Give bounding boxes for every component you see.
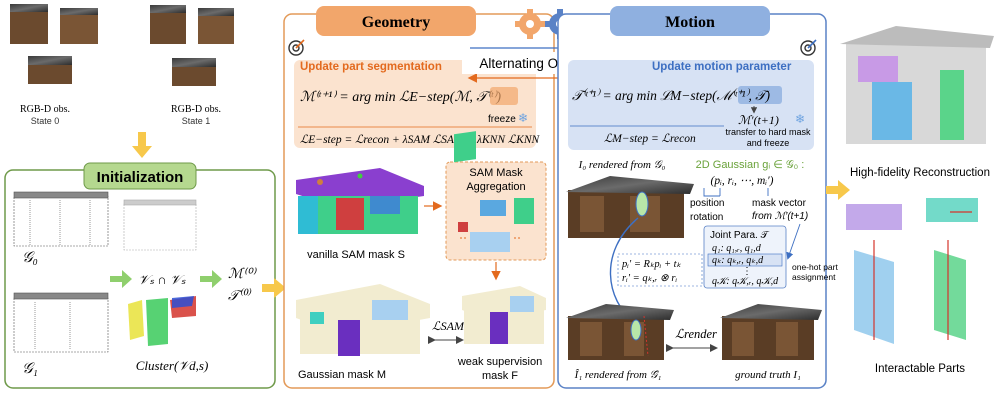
mprime-label: ℳ′(t+1) [738, 113, 779, 127]
arrow-init-to-geometry [262, 278, 286, 298]
eq-rotation-transform: rᵢ′ = qₖ,ᵣ ⊗ rᵢ [622, 273, 677, 284]
snowflake-icon: ❄ [518, 111, 528, 125]
point-cloud-g1 [13, 292, 109, 353]
lsam-label: ℒSAM [432, 319, 465, 333]
output-panel: High-fidelity Reconstruction Interactabl… [840, 26, 994, 375]
geometry-panel: Geometry Update part segmentation ℳ⁽ᵗ⁺¹⁾… [283, 6, 555, 389]
i0-render-image [566, 176, 694, 238]
onehot-label-1: one-hot part [792, 262, 838, 272]
motion-panel: Motion Update motion parameter 𝒯⁽ᵗ⁺¹⁾ = … [557, 6, 838, 389]
state1-label: RGB-D obs. [171, 104, 221, 115]
mask-vector-label-2: from ℳ′(t+1) [752, 211, 808, 222]
snowflake-icon-motion: ❄ [795, 112, 805, 126]
cluster-label: Cluster(𝒱d,s) [136, 358, 209, 373]
ground-truth-image [720, 304, 822, 360]
aggregation-parts [454, 131, 534, 252]
motion-equation: 𝒯⁽ᵗ⁺¹⁾ = arg min ℒM−step(ℳ⁽ᵗ⁺¹⁾, 𝒯) [572, 88, 771, 103]
vdots: ⋮ [742, 266, 752, 277]
initialization-title: Initialization [97, 169, 184, 186]
position-label: position [690, 198, 724, 209]
interactable-parts-image [846, 198, 978, 344]
motion-loss-equation: ℒM−step = ℒrecon [604, 133, 696, 145]
rotation-label: rotation [690, 212, 723, 223]
state0-label: RGB-D obs. [20, 104, 70, 115]
update-motion-title: Update motion parameter [652, 61, 792, 73]
gaussian-tuple: (pᵢ, rᵢ, ⋯, mᵢ′) [711, 175, 774, 187]
arrow-motion-to-output [826, 180, 850, 200]
sam-agg-title-2: Aggregation [466, 181, 525, 193]
state1-renders [150, 5, 234, 86]
eq-position-transform: pᵢ′ = Rₖpᵢ + tₖ [621, 259, 682, 270]
target-icon-motion [800, 39, 817, 56]
target-icon-geometry [288, 39, 305, 56]
static-point-cloud [123, 199, 197, 251]
i0-label: I₀ rendered from 𝒢₀ [578, 159, 666, 171]
rgbd-observations: RGB-D obs. State 0 RGB-D obs. State 1 [10, 4, 234, 158]
geometry-equation: ℳ⁽ᵗ⁺¹⁾ = arg min ℒE−step(ℳ, 𝒯⁽ᵗ⁾) [300, 90, 501, 105]
i1-label: Î₁ rendered from 𝒢̂₁ [574, 369, 662, 381]
high-fidelity-image [840, 26, 994, 144]
gaussian-mask-image [296, 284, 430, 356]
transfer-label-1: transfer to hard mask [725, 127, 811, 137]
onehot-label-2: assignment [792, 272, 836, 282]
state0-renders [10, 4, 98, 84]
mask-vector-label-1: mask vector [752, 198, 807, 209]
weak-label-1: weak supervision [457, 356, 542, 368]
transfer-label-2: and freeze [747, 138, 790, 148]
sam-agg-title-1: SAM Mask [469, 167, 523, 179]
motion-title: Motion [665, 14, 715, 31]
q1-entry: q₁: q₁,ᵣ, q₁,d [712, 243, 762, 254]
state0-sublabel: State 0 [31, 116, 60, 126]
vanilla-sam-label: vanilla SAM mask S [307, 249, 405, 261]
parts-label: Interactable Parts [875, 363, 965, 375]
tuple-bracket [703, 188, 769, 197]
weak-supervision-image [462, 286, 546, 344]
g1-label: 𝒢₁ [22, 361, 38, 377]
state1-sublabel: State 1 [182, 116, 211, 126]
g0-label: 𝒢₀ [22, 250, 38, 266]
lrender-label: ℒrender [675, 327, 717, 341]
down-arrow [132, 132, 152, 158]
geometry-title: Geometry [362, 14, 430, 31]
point-cloud-g0 [13, 191, 109, 247]
ground-truth-label: ground truth I₁ [735, 369, 801, 381]
freeze-label: freeze [488, 114, 516, 125]
arrow-vs-to-m0 [200, 270, 222, 288]
qK-entry: q𝒦: q𝒦,ᵣ, q𝒦,d [712, 276, 779, 287]
gaussian-mask-label: Gaussian mask M [298, 369, 386, 381]
m0-label: ℳ⁽⁰⁾ [228, 267, 257, 282]
gaussian-def: 2D Gaussian gᵢ ∈ 𝒢₀ : [696, 159, 805, 171]
onehot-arrow [786, 223, 801, 260]
geometry-loss-equation: ℒE−step = ℒrecon + λSAM ℒSAM + λKNN ℒKNN [300, 134, 540, 146]
hifi-label: High-fidelity Reconstruction [850, 167, 990, 179]
arrow-g0-to-vs [110, 270, 132, 288]
initialization-panel: Initialization 𝒢₀ 𝒢₁ 𝒱ₛ ∩ 𝒱ₛ ℳ⁽⁰⁾ [4, 162, 286, 389]
update-seg-title: Update part segmentation [300, 61, 442, 73]
joint-title: Joint Para. 𝒯 [710, 230, 770, 241]
t0-label: 𝒯⁽⁰⁾ [228, 287, 252, 304]
weak-label-2: mask F [482, 370, 518, 382]
qk-entry: qₖ: qₖ,ᵣ, qₖ,d [712, 255, 764, 266]
i1-render-image [566, 304, 674, 360]
cluster-parts [128, 296, 196, 346]
vs-intersection: 𝒱ₛ ∩ 𝒱ₛ [138, 272, 185, 287]
vanilla-sam-mask-image [296, 168, 424, 234]
